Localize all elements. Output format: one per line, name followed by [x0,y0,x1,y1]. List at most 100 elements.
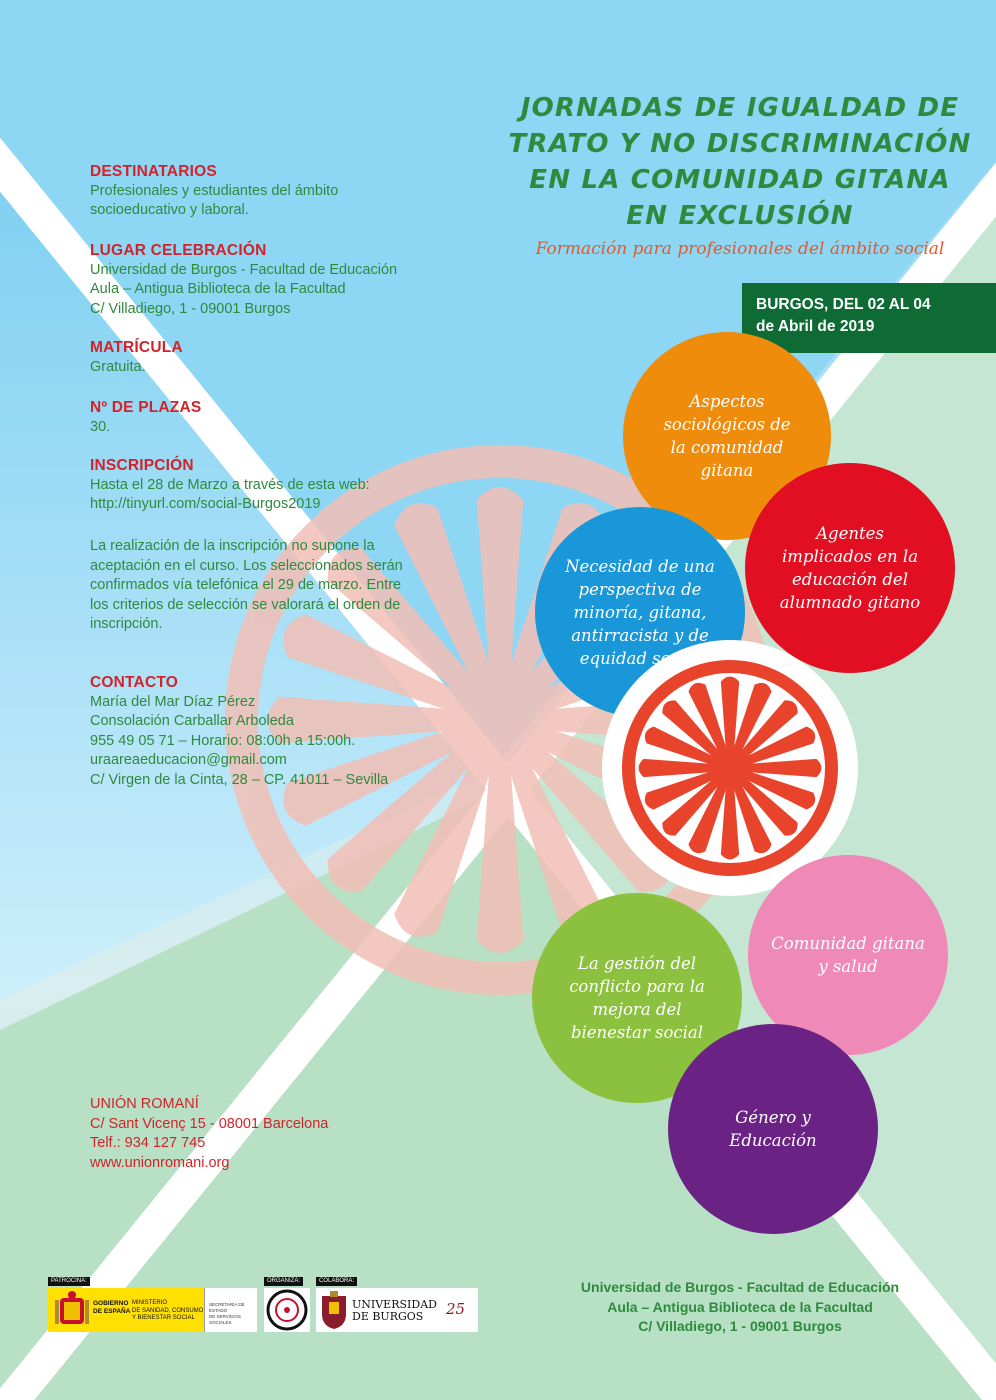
roma-wheel-spoke [644,726,719,767]
lugar-heading: LUGAR CELEBRACIÓN [90,242,267,259]
roma-wheel-spoke [720,676,740,755]
secretaria-line: DE SERVICIOS SOCIALES [209,1314,241,1325]
roma-wheel-spoke [741,769,816,810]
union-romani-wheel-icon [266,1289,308,1331]
contacto-line: 955 49 05 71 – Horario: 08:00h a 15:00h. [90,732,356,749]
ministerio-line: Y BIENESTAR SOCIAL [132,1315,195,1321]
inscripcion-note-line: confirmados vía telefónica el 29 de marz… [90,577,402,593]
union-romani-line: C/ Sant Vicenç 15 - 08001 Barcelona [90,1115,329,1132]
faded-wheel-spoke [394,748,496,937]
inscripcion-line: Hasta el 28 de Marzo a través de esta we… [90,476,370,493]
section-destinatarios: DESTINATARIOS Profesionales y estudiante… [90,162,338,221]
roma-wheel-spoke [731,779,772,854]
inscripcion-note-line: los criterios de selección se valorará e… [90,596,401,613]
section-lugar: LUGAR CELEBRACIÓN Universidad de Burgos … [90,241,397,319]
event-title: JORNADAS DE IGUALDAD DE TRATO Y NO DISCR… [505,90,975,260]
contacto-line: C/ Virgen de la Cinta, 28 – CP. 41011 – … [90,771,389,788]
section-contacto: CONTACTO María del Mar Díaz Pérez Consol… [90,673,388,790]
topic-line: Necesidad de una [565,556,715,576]
union-romani-name: UNIÓN ROMANÍ [90,1096,199,1112]
universidad-burgos-logo: UNIVERSIDAD DE BURGOS 25 [316,1288,478,1332]
contacto-line: Consolación Carballar Arboleda [90,713,294,729]
topic-line: Género y [735,1108,811,1127]
date-banner: BURGOS, DEL 02 AL 04 de Abril de 2019 [742,283,996,353]
lugar-line: Aula – Antigua Biblioteca de la Facultad [90,281,346,297]
topic-text: Comunidad gitana y salud [768,932,928,978]
roma-wheel-hub [714,752,746,784]
gobierno-line: GOBIERNO [93,1300,129,1307]
topic-text: Aspectos sociológicos de la comunidad gi… [652,390,802,482]
faded-wheel-hub [461,681,539,759]
roma-wheel-spoke [644,769,719,810]
date-line-2: de Abril de 2019 [756,318,875,335]
faded-wheel-spoke [327,737,483,893]
topic-circle-salud: Comunidad gitana y salud [748,855,948,1055]
roma-wheel-spoke [731,682,772,757]
destinatarios-heading: DESTINATARIOS [90,163,217,180]
secretaria-logo: SECRETARÍA DE ESTADO DE SERVICIOS SOCIAL… [204,1288,257,1332]
inscripcion-link[interactable]: http://tinyurl.com/social-Burgos2019 [90,496,321,512]
union-romani-website[interactable]: www.unionromani.org [90,1154,230,1171]
roma-wheel-spoke [736,700,798,762]
roma-wheel-emblem [602,640,858,896]
contacto-email[interactable]: uraareaeducacion@gmail.com [90,752,287,768]
topic-line: implicados en la [781,547,919,566]
faded-wheel-spoke [476,754,524,953]
topic-line: bienestar social [570,1023,704,1042]
title-line-1: JORNADAS DE IGUALDAD DE [520,93,960,123]
faded-wheel-spoke [504,748,606,937]
topic-text: La gestión del conflicto para la mejora … [557,952,717,1044]
universidad-line: DE BURGOS [352,1310,424,1323]
inscripcion-note-line: inscripción. [90,616,163,632]
lugar-line: C/ Villadiego, 1 - 09001 Burgos [90,300,291,317]
faded-wheel-spoke [476,487,524,686]
section-inscripcion-note: La realización de la inscripción no supo… [90,537,403,635]
topic-line: Agentes [816,524,884,543]
inscripcion-heading: INSCRIPCIÓN [90,457,194,474]
destinatarios-line: Profesionales y estudiantes del ámbito [90,182,339,199]
date-line-1: BURGOS, DEL 02 AL 04 [756,296,931,313]
coat-of-arms-icon [55,1291,89,1324]
roma-wheel-spoke [662,700,724,762]
contacto-line: María del Mar Díaz Pérez [90,693,256,710]
faded-wheel-spoke [327,547,483,703]
roma-wheel-spoke [741,726,816,767]
ministerio-line: MINISTERIO [132,1300,168,1306]
topic-line: mejora del [592,1000,682,1019]
roma-wheel-spoke [736,774,798,836]
faded-wheel-spoke [517,737,673,893]
green-bottom-panel [0,790,996,1400]
gobierno-text: GOBIERNO DE ESPAÑA [93,1300,130,1316]
organiza-label: ORGANIZA: [264,1277,304,1286]
topic-line: antirracista y de [571,625,709,645]
topic-line: y salud [818,957,878,976]
topic-text: Género y Educación [698,1106,848,1152]
universidad-text: UNIVERSIDAD DE BURGOS [352,1299,437,1323]
faded-wheel-spoke [283,614,472,716]
topic-line: sociológicos de [663,415,791,434]
topic-line: La gestión del [577,954,697,973]
topic-line: alumnado gitano [779,593,921,612]
topic-line: educación del [792,570,908,589]
matricula-value: Gratuita. [90,358,146,375]
roma-wheel-icon [622,660,838,876]
topic-line: Aspectos [689,392,765,411]
topic-line: Educación [729,1131,817,1150]
union-romani-logo [264,1288,310,1332]
sky-top-panel [0,0,996,760]
colabora-label: COLABORA: [316,1277,358,1286]
title-line-4: EN EXCLUSIÓN [626,201,854,231]
inscripcion-note-line: aceptación en el curso. Los seleccionado… [90,557,403,574]
footer-address-line: C/ Villadiego, 1 - 09001 Burgos [638,1318,842,1334]
topic-text: Necesidad de una perspectiva de minoría,… [560,555,720,670]
gobierno-line: DE ESPAÑA [93,1308,131,1315]
roma-wheel-spoke [743,758,822,778]
roma-wheel-spoke [638,758,717,778]
roma-wheel-spoke [688,779,729,854]
footer-address-line: Universidad de Burgos - Facultad de Educ… [580,1279,900,1295]
section-plazas: Nº DE PLAZAS 30. [90,398,201,437]
ministerio-line: DE SANIDAD, CONSUMO [132,1307,204,1314]
topic-line: conflicto para la [569,977,705,996]
